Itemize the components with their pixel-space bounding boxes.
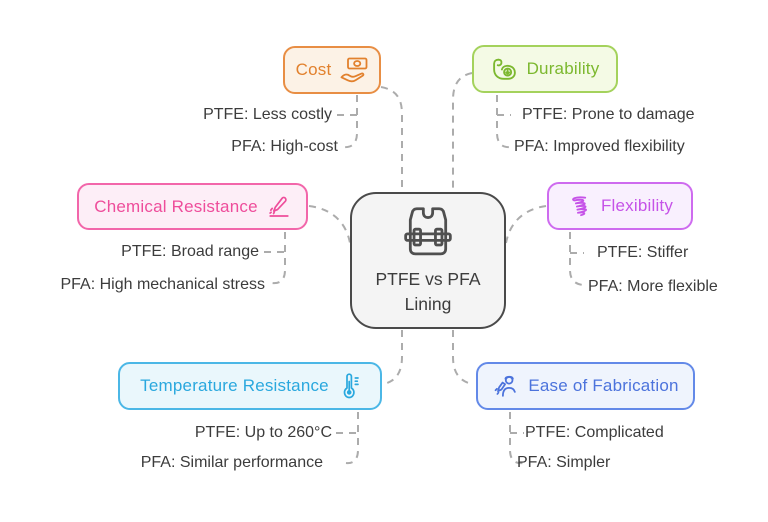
money-hand-icon — [340, 57, 368, 83]
center-node[interactable]: PTFE vs PFA Lining — [350, 192, 506, 329]
connector-chemical-center — [308, 205, 351, 244]
branch-item-durability-pfa: PFA: Improved flexibility — [514, 138, 685, 155]
branch-item-chemical-ptfe: PTFE: Broad range — [121, 243, 259, 260]
connector-cost-items — [337, 95, 358, 149]
branch-item-temperature-pfa: PFA: Similar performance — [140, 454, 323, 471]
connector-cost-center — [380, 86, 403, 191]
connector-chemical-items — [264, 232, 286, 285]
branch-label-durability: Durability — [526, 59, 600, 78]
connector-temperature-items — [336, 412, 359, 465]
chemical-test-icon — [267, 195, 291, 219]
branch-label-cost: Cost — [295, 60, 332, 79]
connector-flexibility-center — [505, 205, 547, 244]
branch-item-ease-pfa: PFA: Simpler — [517, 454, 611, 471]
branch-node-chemical-resistance[interactable]: Chemical Resistance — [77, 183, 308, 230]
connector-flexibility-items — [569, 232, 584, 286]
branch-item-chemical-pfa: PFA: High mechanical stress — [60, 276, 265, 293]
branch-label-ease-of-fabrication: Ease of Fabrication — [528, 376, 679, 395]
branch-item-flexibility-ptfe: PTFE: Stiffer — [597, 244, 689, 261]
vest-icon — [398, 205, 458, 259]
branch-node-temperature-resistance[interactable]: Temperature Resistance — [118, 362, 382, 410]
center-title-line1: PTFE vs PFA — [375, 269, 481, 290]
connector-durability-center — [452, 72, 473, 191]
thermometer-icon — [338, 373, 360, 399]
branch-node-flexibility[interactable]: Flexibility — [547, 182, 693, 230]
branch-item-temperature-ptfe: PTFE: Up to 260°C — [194, 424, 332, 441]
branch-node-durability[interactable]: Durability — [472, 45, 618, 93]
branch-label-temperature-resistance: Temperature Resistance — [140, 376, 329, 395]
fabrication-worker-icon — [492, 373, 519, 400]
muscle-arm-icon — [491, 57, 518, 82]
branch-node-ease-of-fabrication[interactable]: Ease of Fabrication — [476, 362, 695, 410]
connector-durability-items — [496, 95, 512, 149]
spring-icon — [567, 194, 592, 219]
branch-item-cost-pfa: PFA: High-cost — [231, 138, 338, 155]
branch-node-cost[interactable]: Cost — [283, 46, 381, 94]
branch-item-durability-ptfe: PTFE: Prone to damage — [522, 106, 695, 123]
branch-item-flexibility-pfa: PFA: More flexible — [588, 278, 718, 295]
connector-ease-center — [452, 330, 473, 385]
branch-label-chemical-resistance: Chemical Resistance — [94, 196, 258, 216]
connector-temperature-center — [383, 330, 403, 385]
center-title-line2: Lining — [404, 293, 452, 314]
branch-label-flexibility: Flexibility — [600, 196, 674, 215]
branch-item-cost-ptfe: PTFE: Less costly — [203, 106, 332, 123]
branch-item-ease-ptfe: PTFE: Complicated — [525, 424, 664, 441]
